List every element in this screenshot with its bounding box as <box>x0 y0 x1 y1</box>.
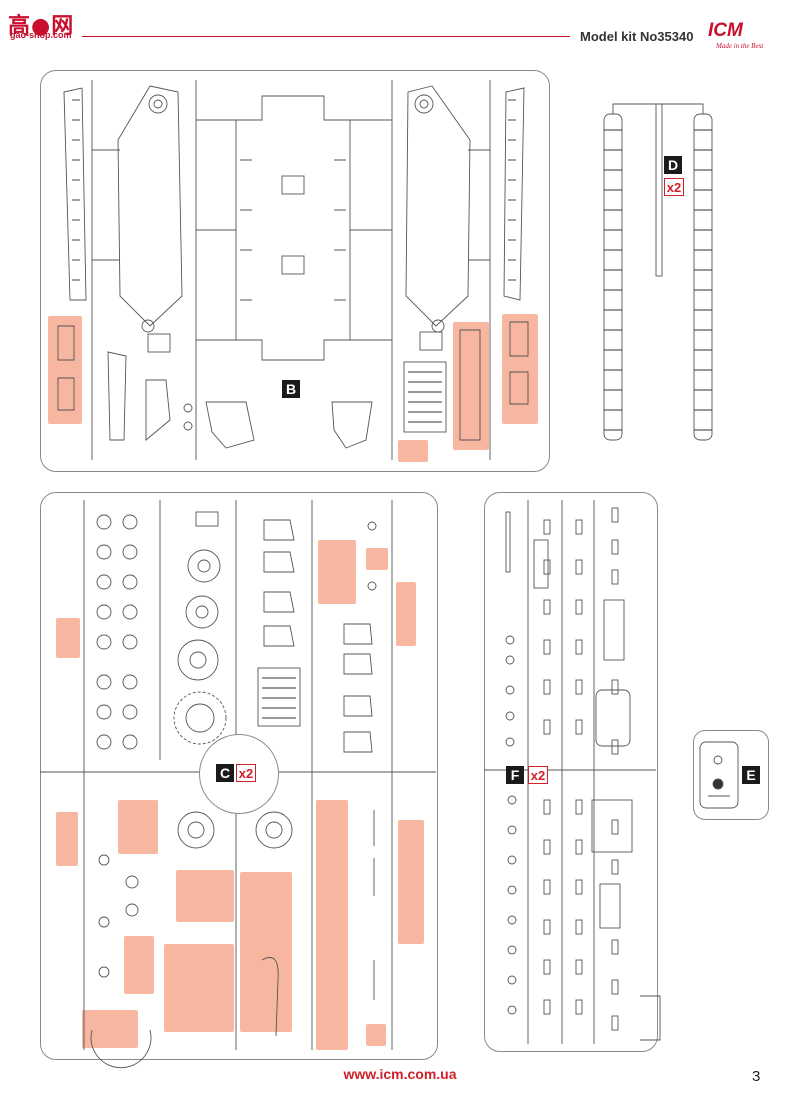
brand-logo: ICM Made in the Best <box>704 20 786 56</box>
highlight-part <box>502 314 538 424</box>
watermark-hanzi: 高●网 <box>8 14 75 39</box>
sprue-e-frame <box>693 730 769 820</box>
brand-tagline: Made in the Best <box>716 42 764 50</box>
sprue-b-frame <box>40 70 550 472</box>
highlight-part <box>316 800 348 1050</box>
highlight-part <box>164 944 234 1032</box>
sprue-d-multiplier: x2 <box>664 178 684 196</box>
sprue-b-label: B <box>282 380 300 398</box>
highlight-part <box>48 316 82 424</box>
sprue-f-multiplier: x2 <box>528 766 548 784</box>
watermark-url: gao-shop.com <box>10 30 72 40</box>
brand-mark: ICM <box>708 20 743 41</box>
highlight-part <box>398 820 424 944</box>
highlight-part <box>118 800 158 854</box>
highlight-part <box>56 618 80 658</box>
highlight-part <box>366 548 388 570</box>
highlight-part <box>124 936 154 994</box>
sprue-f-frame <box>484 492 658 1052</box>
highlight-part <box>318 540 356 604</box>
sprue-c-label: C <box>216 764 234 782</box>
highlight-part <box>56 812 78 866</box>
sprue-d-label: D <box>664 156 682 174</box>
sprue-c-multiplier: x2 <box>236 764 256 782</box>
watermark-logo: 高●网 gao-shop.com <box>8 8 78 42</box>
header-rule <box>82 36 570 37</box>
footer-url[interactable]: www.icm.com.ua <box>343 1066 457 1082</box>
page-number: 3 <box>752 1068 761 1085</box>
highlight-part <box>398 440 428 462</box>
highlight-part <box>396 582 416 646</box>
highlight-part <box>176 870 234 922</box>
sprue-e-label: E <box>742 766 760 784</box>
sprue-f-label: F <box>506 766 524 784</box>
highlight-part <box>366 1024 386 1046</box>
sprue-c-frame <box>40 492 438 1060</box>
highlight-part <box>240 872 292 1032</box>
highlight-part <box>453 322 489 450</box>
page-title: Model kit No35340 <box>580 29 694 44</box>
